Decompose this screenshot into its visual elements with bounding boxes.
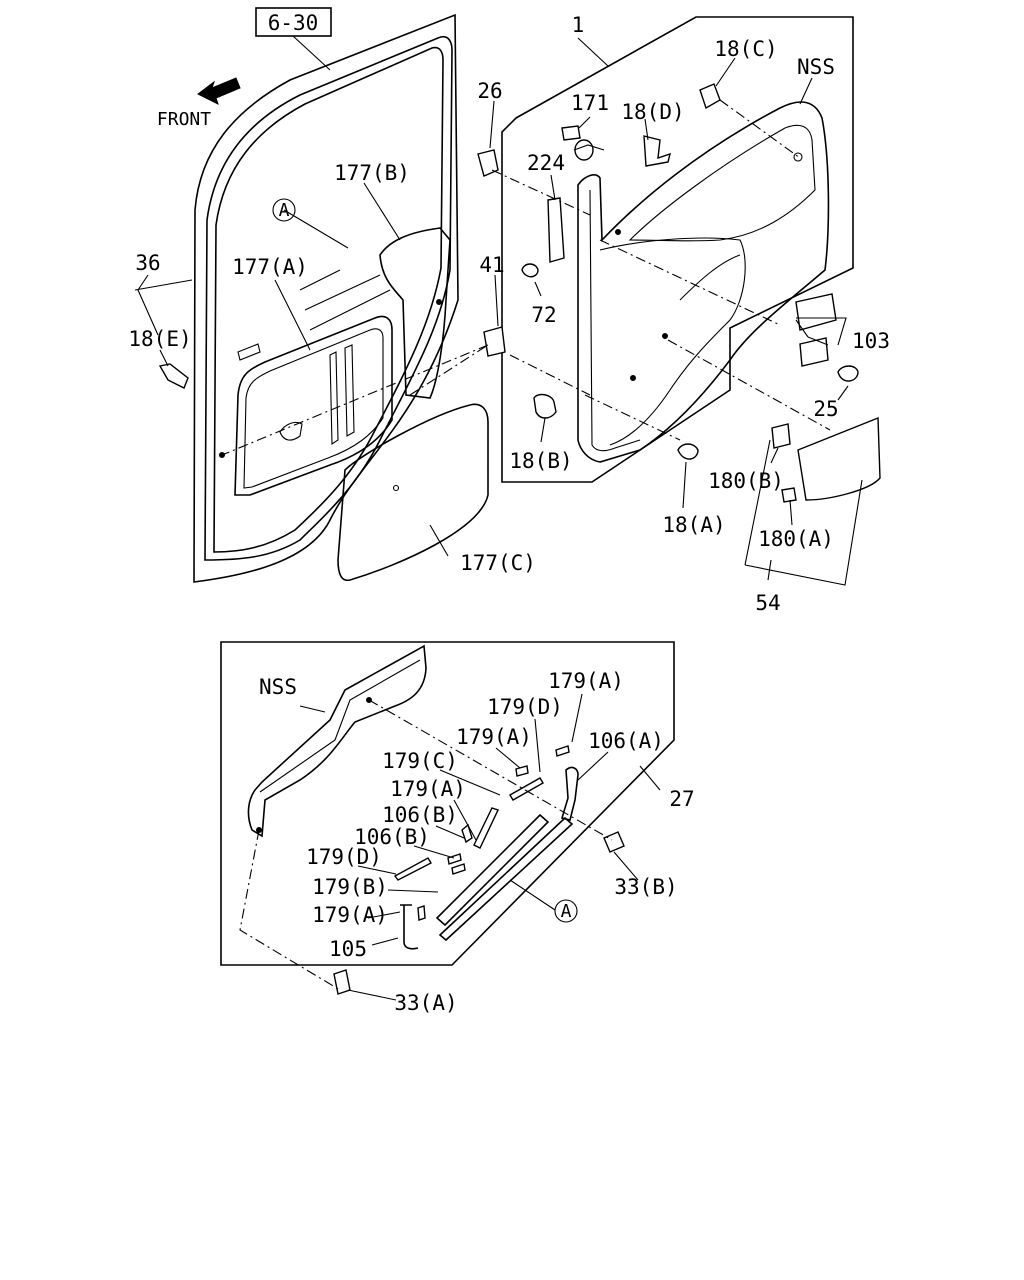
callout-106b-1: 106(B): [382, 803, 458, 827]
clip-18c: [699, 83, 721, 110]
trim-panel-177c: [337, 403, 489, 582]
callout-nss-upper: NSS: [797, 55, 835, 79]
callout-179a-3: 179(A): [390, 777, 466, 801]
bracket-224: [547, 197, 565, 263]
callout-180a: 180(A): [758, 527, 834, 551]
callout-18a: 18(A): [662, 513, 725, 537]
callout-106b-2: 106(B): [354, 825, 430, 849]
callout-36: 36: [135, 251, 160, 275]
reference-label: 6-30: [268, 11, 319, 35]
seal-106a: [560, 766, 579, 821]
callout-179d-2: 179(D): [306, 845, 382, 869]
callout-1: 1: [572, 13, 585, 37]
door-panel-assembly: [193, 13, 459, 583]
pad-180b: [771, 423, 791, 449]
clip-18e: [158, 363, 189, 389]
callout-25: 25: [813, 397, 838, 421]
callout-18c: 18(C): [714, 37, 777, 61]
callout-179a-2: 179(A): [456, 725, 532, 749]
clip-33a: [333, 969, 351, 995]
callout-circle-a-lower: A: [561, 901, 572, 922]
callout-27: 27: [669, 787, 694, 811]
callout-33a: 33(A): [394, 991, 457, 1015]
front-arrow-icon: [197, 77, 241, 105]
callout-177c: 177(C): [460, 551, 536, 575]
strap-105: [400, 904, 419, 950]
callout-179b: 179(B): [312, 875, 388, 899]
clip-41: [483, 326, 506, 357]
callout-179c: 179(C): [382, 749, 458, 773]
screw-25: [837, 365, 859, 382]
clip-33b: [603, 831, 625, 853]
callout-33b: 33(B): [614, 875, 677, 899]
callout-18b: 18(B): [509, 449, 572, 473]
callout-circle-a: A: [279, 200, 290, 221]
callout-180b: 180(B): [708, 469, 784, 493]
callout-26: 26: [477, 79, 502, 103]
trim-board-nss-lower: [247, 644, 427, 838]
clip-18a: [677, 443, 699, 460]
bracket-103: [795, 293, 837, 331]
callout-18d: 18(D): [621, 100, 684, 124]
callout-54: 54: [755, 591, 780, 615]
fastener-171: [561, 125, 581, 141]
pocket-54: [797, 416, 881, 501]
callout-106a: 106(A): [588, 729, 664, 753]
trim-board-1: [577, 101, 830, 463]
callout-171: 171: [571, 91, 609, 115]
callout-72: 72: [531, 303, 556, 327]
clip-18b: [533, 393, 557, 419]
clip-26: [477, 149, 499, 177]
screw-72: [521, 263, 539, 278]
callout-177b: 177(B): [334, 161, 410, 185]
callout-41: 41: [479, 253, 504, 277]
callout-179d-1: 179(D): [487, 695, 563, 719]
callout-103: 103: [852, 329, 890, 353]
bracket-18d: [643, 135, 671, 167]
callout-224: 224: [527, 151, 565, 175]
callout-177a: 177(A): [232, 255, 308, 279]
lower-group-frame: [220, 641, 675, 966]
circle-a-marker: [272, 198, 296, 222]
circle-a-marker-lower: [554, 899, 578, 923]
callout-179a-1: 179(A): [548, 669, 624, 693]
callout-105: 105: [329, 937, 367, 961]
strip-179b: [435, 813, 550, 927]
callout-nss-lower: NSS: [259, 675, 297, 699]
front-label: FRONT: [157, 109, 211, 130]
pad-180a: [781, 487, 797, 503]
callout-179a-4: 179(A): [312, 903, 388, 927]
callout-18e: 18(E): [128, 327, 191, 351]
